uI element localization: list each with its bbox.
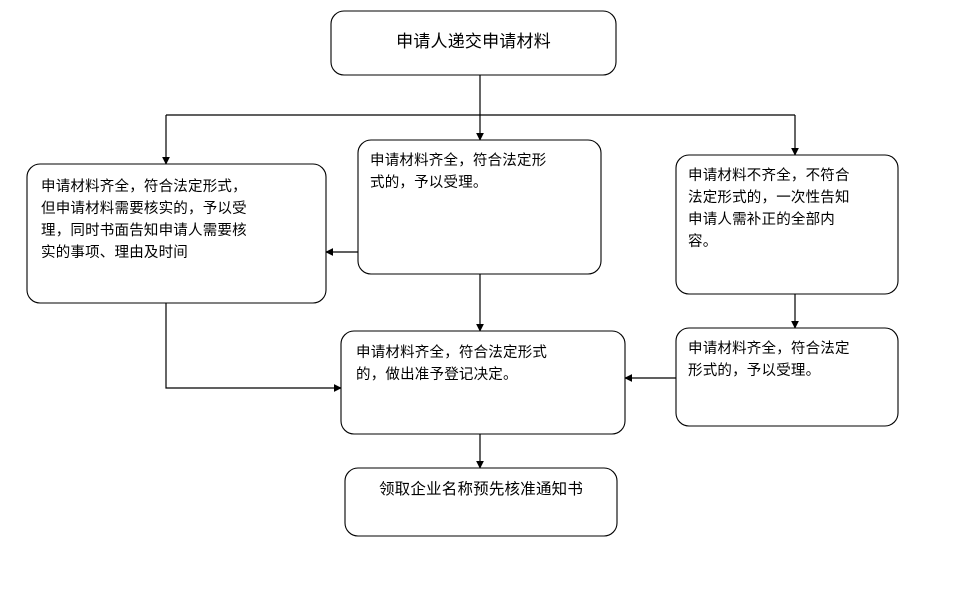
node-shape-incomplete-right[interactable] xyxy=(675,154,899,295)
node-shape-receive-notice[interactable] xyxy=(344,467,618,537)
node-shape-decision-center[interactable] xyxy=(340,330,626,435)
node-shape-submit[interactable] xyxy=(330,10,617,76)
node-shape-accept-center[interactable] xyxy=(357,139,602,275)
node-shape-verify-left[interactable] xyxy=(26,163,327,304)
edge-verify-left-to-decision-center xyxy=(165,303,342,392)
node-shape-accept-right[interactable] xyxy=(675,327,899,427)
